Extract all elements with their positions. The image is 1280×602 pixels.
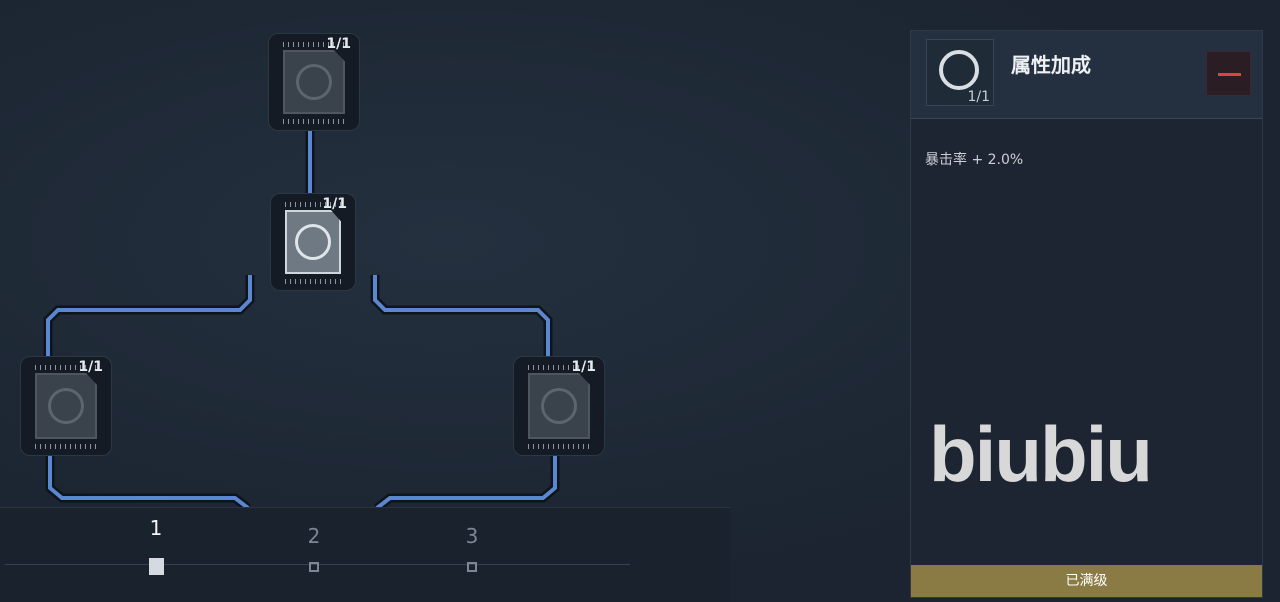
skill-tree-connections xyxy=(43,130,560,510)
skill-node-top[interactable]: 1/1 xyxy=(268,33,360,131)
tier-tab-1[interactable]: 1 xyxy=(136,516,176,575)
armor-icon xyxy=(541,388,577,424)
tier-tab-3[interactable]: 3 xyxy=(452,524,492,572)
panel-header: 1/1 属性加成 xyxy=(911,31,1262,119)
tier-tab-2[interactable]: 2 xyxy=(294,524,334,572)
node-count: 1/1 xyxy=(571,359,596,375)
skill-node-left[interactable]: 1/1 xyxy=(20,356,112,456)
tier-marker xyxy=(467,562,477,572)
panel-title: 属性加成 xyxy=(1011,53,1091,77)
crossed-swords-icon xyxy=(48,388,84,424)
skill-node-center[interactable]: 1/1 xyxy=(270,193,356,291)
stat-text: 暴击率 + 2.0% xyxy=(925,152,1024,168)
bullet-icon xyxy=(296,64,332,100)
tier-marker xyxy=(149,558,164,575)
bullet-cycle-icon xyxy=(295,224,331,260)
watermark: biubiu xyxy=(929,410,1153,498)
node-count: 1/1 xyxy=(322,196,347,212)
minus-button[interactable] xyxy=(1206,51,1251,96)
max-level-bar: 已满级 xyxy=(911,565,1262,597)
skill-icon: 1/1 xyxy=(926,39,994,106)
tier-tabs: 1 2 3 xyxy=(0,507,730,602)
node-count: 1/1 xyxy=(326,36,351,52)
chip-pins xyxy=(283,42,345,47)
skill-node-right[interactable]: 1/1 xyxy=(513,356,605,456)
tier-marker xyxy=(309,562,319,572)
bullet-cycle-icon xyxy=(939,50,979,90)
detail-panel: 1/1 属性加成 暴击率 + 2.0% biubiu 已满级 xyxy=(910,30,1263,598)
node-count: 1/1 xyxy=(78,359,103,375)
